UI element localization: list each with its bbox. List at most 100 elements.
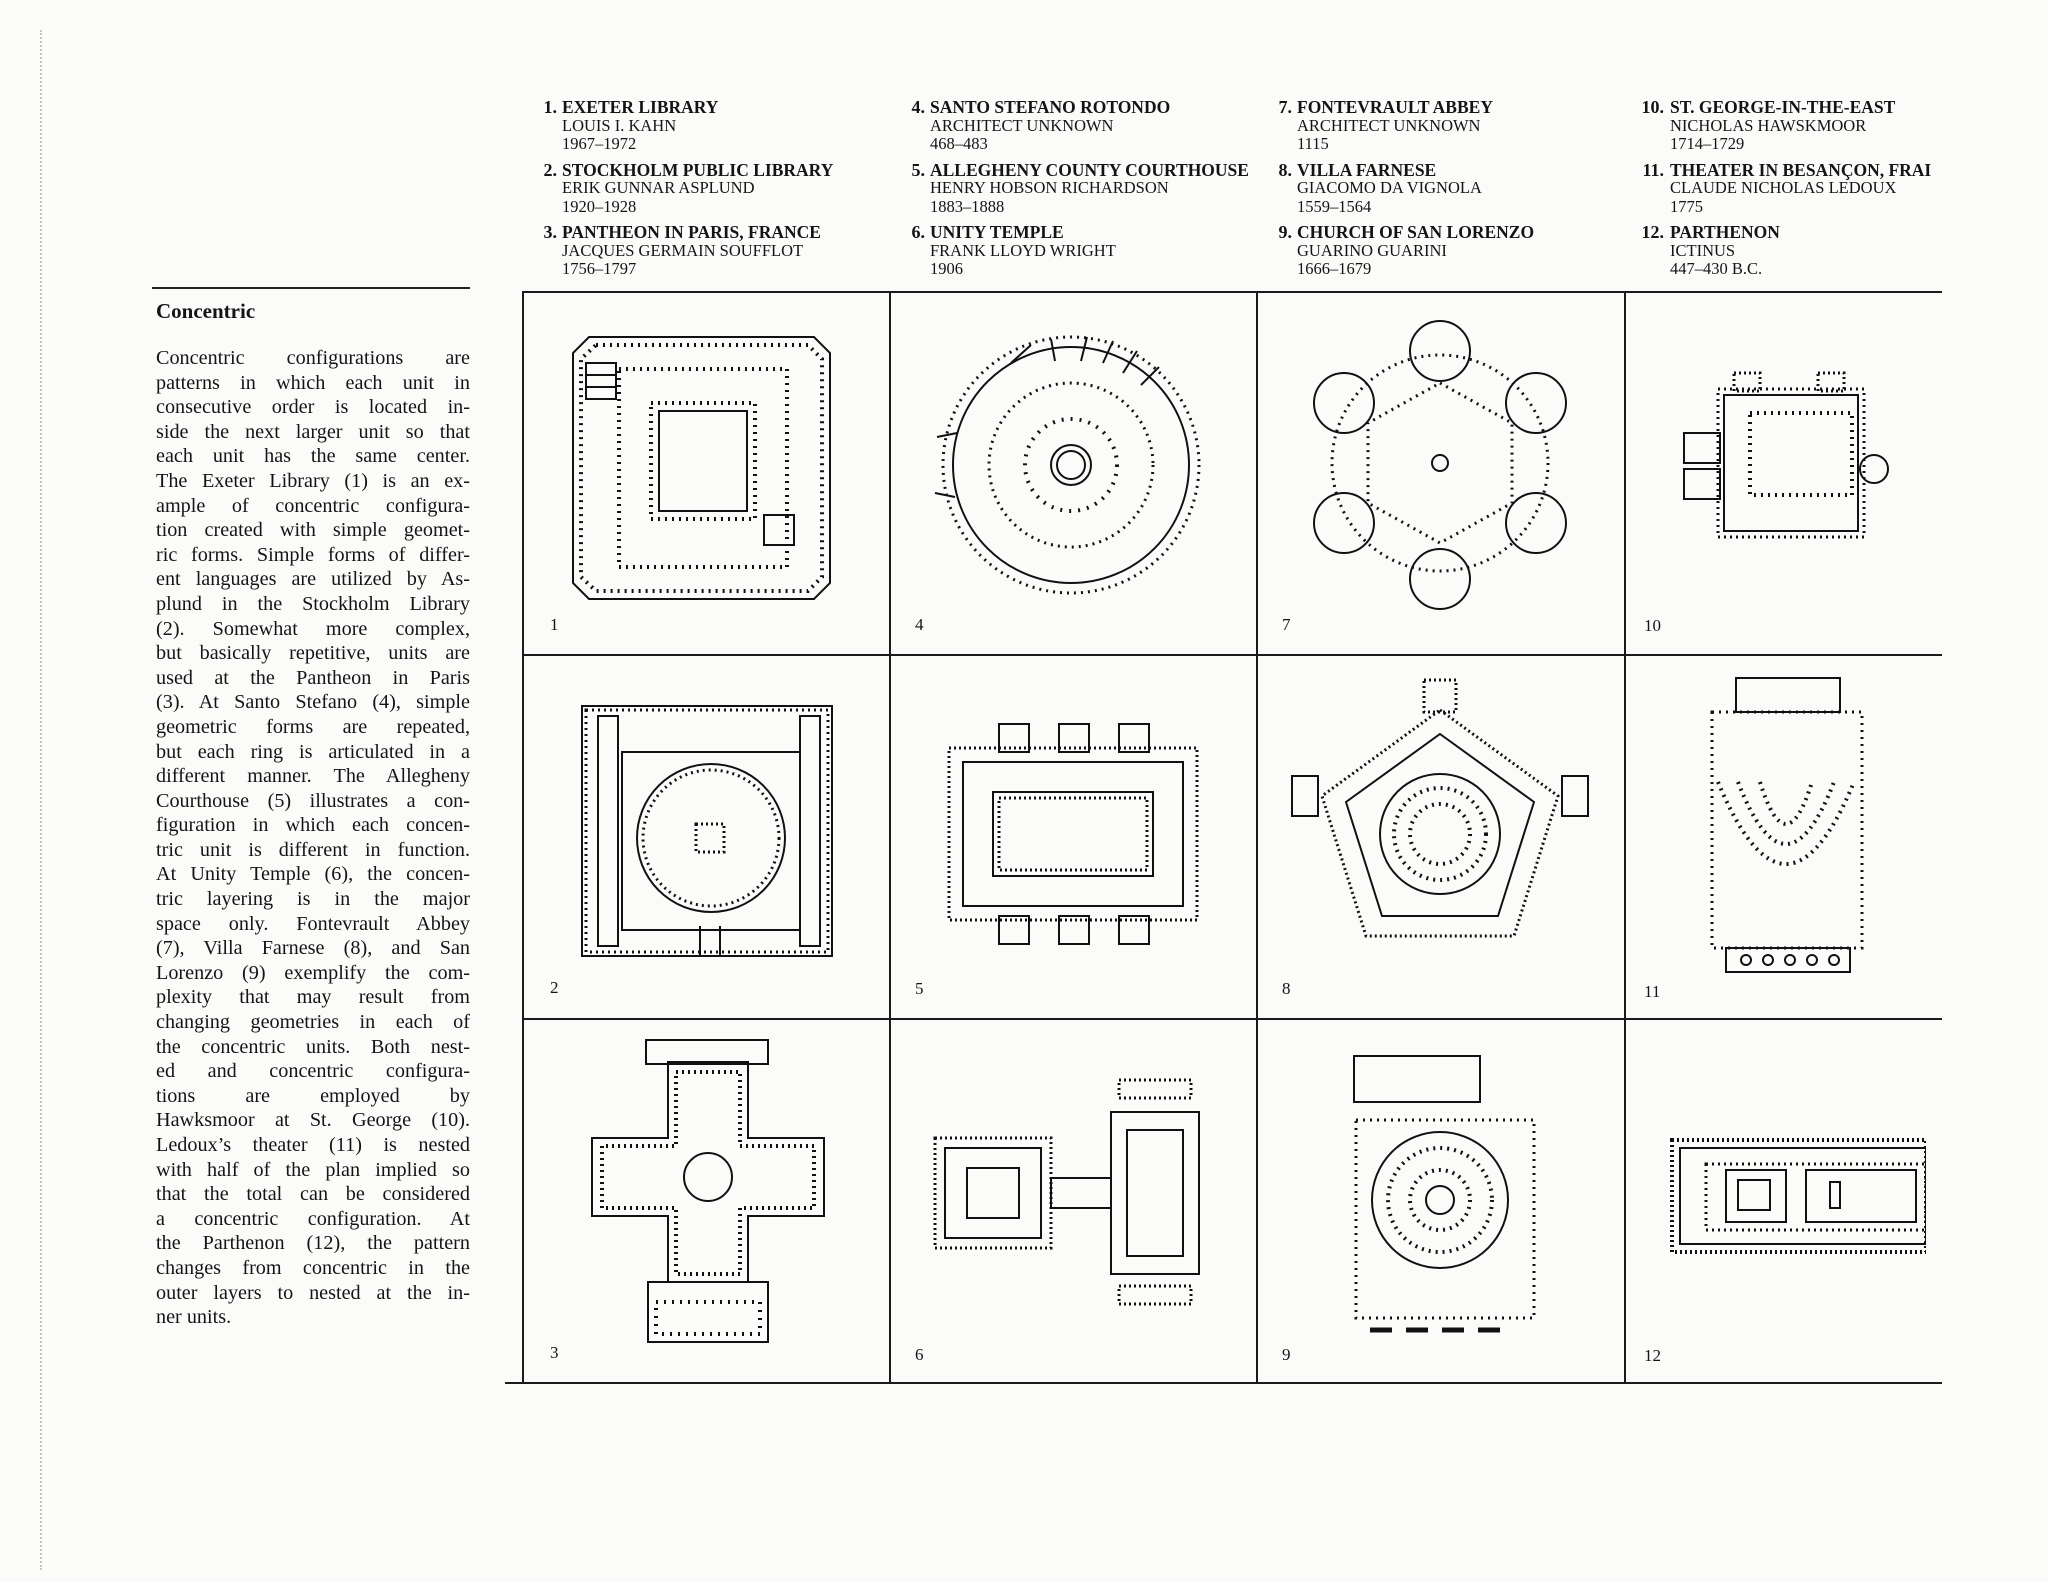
santo-stefano-plan [934,335,1201,595]
plan-number: 4 [915,615,924,634]
legend-number: 10. [1641,97,1665,117]
section-rule [152,287,470,289]
plan-number: 11 [1644,982,1661,1001]
stockholm-library-plan [581,705,833,957]
body-line: space only. Fontevrault Abbey [156,912,470,935]
grid-line-top [522,291,1942,293]
legend-item-10: 10. ST. GEORGE-IN-THE-EAST NICHOLAS HAWS… [1630,98,1930,154]
plan-number: 2 [550,978,559,997]
body-line: outer layers to nested at the in- [156,1281,470,1304]
legend-architect: CLAUDE NICHOLAS LEDOUX [1670,178,1897,197]
legend-item-4: 4. SANTO STEFANO ROTONDO ARCHITECT UNKNO… [898,98,1243,154]
body-line: Courthouse (5) illustrates a con- [156,789,470,812]
plan-number: 5 [915,979,924,998]
legend-title: PANTHEON IN PARIS, FRANCE [562,222,821,242]
legend-architect: ERIK GUNNAR ASPLUND [562,178,755,197]
legend-number: 1. [543,97,558,117]
plan-cell-1: 1 [524,293,889,654]
legend-number: 3. [543,222,558,242]
plan-cell-12: 12 [1626,1020,1926,1382]
pantheon-paris-plan [591,1039,825,1343]
body-line: ent languages are utilized by As- [156,568,470,591]
body-line: each unit has the same center. [156,445,470,468]
legend-dates: 1115 [1297,134,1329,153]
body-line: (2). Somewhat more complex, [156,617,470,640]
body-line: ric forms. Simple forms of differ- [156,543,470,566]
body-line: tric layering is in the major [156,888,470,911]
plan-cell-10: 10 [1626,293,1926,654]
fontevrault-abbey-plan [1313,320,1567,610]
plan-cell-7: 7 [1258,293,1624,654]
legend-item-6: 6. UNITY TEMPLE FRANK LLOYD WRIGHT 1906 [898,223,1243,279]
villa-farnese-plan [1291,678,1589,938]
legend-item-8: 8. VILLA FARNESE GIACOMO DA VIGNOLA 1559… [1265,159,1610,217]
body-line: tions are employed by [156,1084,470,1107]
grid-line-col-0 [522,291,524,1383]
plan-number: 9 [1282,1345,1291,1364]
body-line: different manner. The Allegheny [156,765,470,788]
legend-number: 4. [911,97,926,117]
plan-number: 3 [550,1343,559,1362]
legend-number: 8. [1278,159,1293,180]
plan-cell-4: 4 [891,293,1256,654]
plan-number: 12 [1644,1346,1661,1365]
legend-title: PARTHENON [1670,222,1780,242]
plan-number: 8 [1282,979,1291,998]
besancon-theater-plan [1710,677,1864,973]
plan-cell-6: 6 [891,1020,1256,1382]
legend-title: VILLA FARNESE [1297,159,1437,180]
legend-dates: 1967–1972 [562,134,637,153]
legend-number: 12. [1641,222,1665,242]
grid-line-col-2 [1256,291,1258,1383]
body-line: consecutive order is located in- [156,396,470,419]
body-line: ample of concentric configura- [156,494,470,517]
legend-title: ALLEGHENY COUNTY COURTHOUSE [930,159,1249,180]
body-line: plund in the Stockholm Library [156,592,470,615]
legend-title: STOCKHOLM PUBLIC LIBRARY [562,159,834,180]
legend-title: SANTO STEFANO ROTONDO [930,97,1171,117]
legend-number: 5. [911,159,926,180]
grid-line-col-1 [889,291,891,1383]
legend-dates: 1920–1928 [562,196,637,216]
legend-title: EXETER LIBRARY [562,97,719,117]
body-line: that the total can be considered [156,1183,470,1206]
legend-item-11: 11. THEATER IN BESANÇON, FRAI CLAUDE NIC… [1630,159,1931,217]
legend-column-4: 10. ST. GEORGE-IN-THE-EAST NICHOLAS HAWS… [1630,98,1932,286]
legend-item-2: 2. STOCKHOLM PUBLIC LIBRARY ERIK GUNNAR … [530,159,875,217]
plan-number: 6 [915,1345,924,1364]
plan-cell-2: 2 [524,656,889,1018]
body-line: ed and concentric configura- [156,1060,470,1083]
legend-dates: 1714–1729 [1670,134,1745,153]
legend-column-2: 4. SANTO STEFANO ROTONDO ARCHITECT UNKNO… [898,98,1249,286]
legend-architect: ICTINUS [1670,240,1736,260]
legend-title: FONTEVRAULT ABBEY [1297,97,1493,117]
legend-number: 7. [1278,97,1293,117]
plan-number: 1 [550,615,559,634]
legend-architect: LOUIS I. KAHN [562,115,677,135]
grid-line-bottom [505,1382,1942,1384]
body-line: Ledoux’s theater (11) is nested [156,1134,470,1156]
legend-item-3: 3. PANTHEON IN PARIS, FRANCE JACQUES GER… [530,223,875,279]
legend-title: UNITY TEMPLE [930,222,1064,242]
grid-line-row-1 [522,654,1942,656]
body-line: plexity that may result from [156,986,470,1009]
scan-edge-marks [40,30,52,1570]
legend-item-7: 7. FONTEVRAULT ABBEY ARCHITECT UNKNOWN 1… [1265,98,1610,154]
legend-number: 11. [1642,159,1664,180]
plan-cell-9: 9 [1258,1020,1624,1382]
legend-dates: 1775 [1670,196,1703,216]
allegheny-courthouse-plan [947,723,1199,945]
body-line: Hawksmoor at St. George (10). [156,1109,470,1132]
grid-line-col-3 [1624,291,1626,1383]
legend-dates: 1906 [930,259,963,278]
body-line: patterns in which each unit in [156,371,470,394]
legend-dates: 1756–1797 [562,259,637,278]
plan-cell-3: 3 [524,1020,889,1382]
body-line: side the next larger unit so that [156,420,470,443]
body-line: changing geometries in each of [156,1011,470,1034]
exeter-library-plan [572,336,831,600]
legend-architect: FRANK LLOYD WRIGHT [930,240,1116,260]
legend-architect: ARCHITECT UNKNOWN [1297,115,1481,135]
legend-architect: GUARINO GUARINI [1297,240,1447,260]
